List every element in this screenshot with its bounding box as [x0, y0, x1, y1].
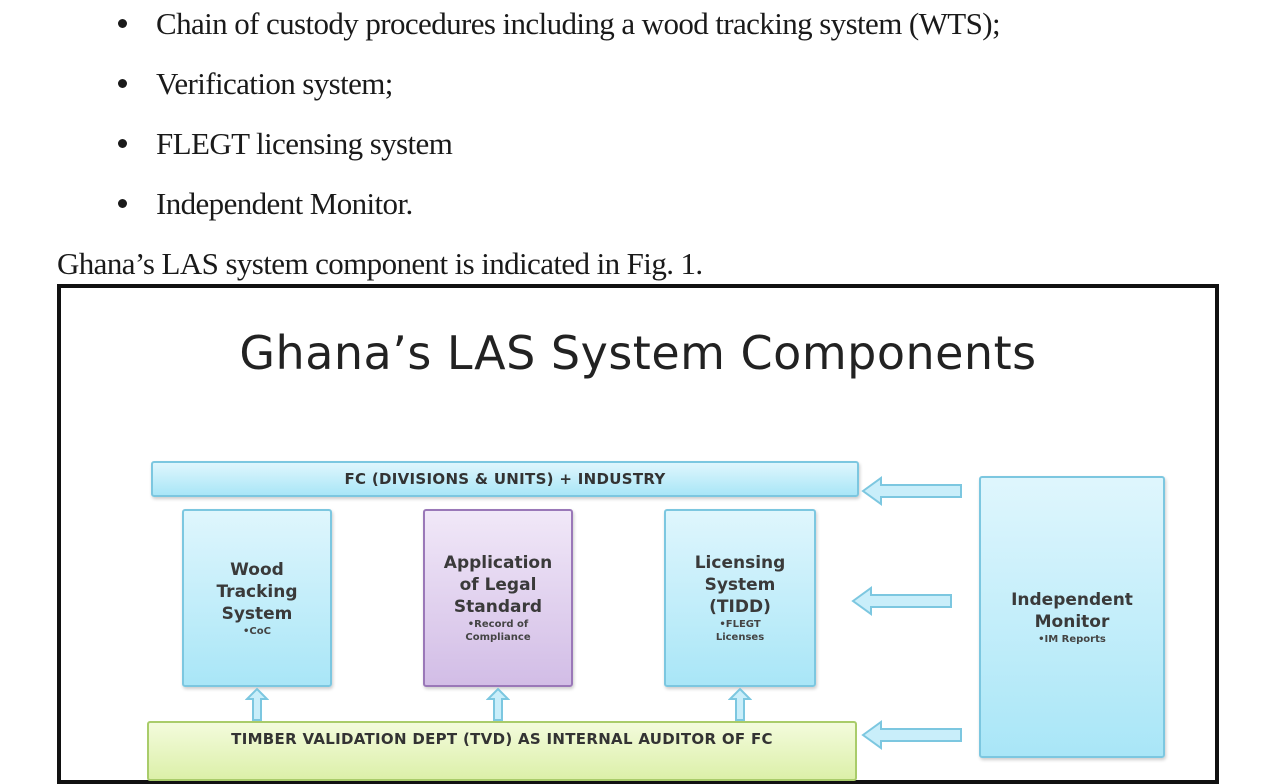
box-label: System [704, 575, 776, 595]
bullet-dot-icon [118, 79, 127, 89]
box-sublabel: Compliance [465, 632, 531, 643]
bullet-text: Verification system; [156, 66, 393, 101]
bullet-text: Independent Monitor. [156, 186, 413, 221]
figure-las-components: Ghana’s LAS System Components FC (DIVISI… [57, 284, 1219, 784]
bullet-item: FLEGT licensing system [118, 124, 453, 164]
box-label: (TIDD) [709, 597, 771, 617]
box-sublabel: •Record of [467, 619, 529, 630]
bullet-text: FLEGT licensing system [156, 126, 453, 161]
licensing-system-box: Licensing System (TIDD) •FLEGT Licenses [664, 509, 816, 687]
bullet-item: Verification system; [118, 64, 393, 104]
fc-industry-banner: FC (DIVISIONS & UNITS) + INDUSTRY [151, 461, 859, 497]
box-sublabel: •FLEGT [719, 619, 761, 630]
box-label: Independent [1011, 589, 1133, 610]
bullet-dot-icon [118, 199, 127, 209]
box-label: Wood [230, 559, 284, 580]
bullet-item: Chain of custody procedures including a … [118, 4, 1001, 44]
intro-paragraph: Ghana’s LAS system component is indicate… [57, 246, 703, 281]
wood-tracking-box: Wood Tracking System •CoC [182, 509, 332, 687]
left-arrow-icon [861, 720, 962, 750]
box-sublabel: •IM Reports [1038, 633, 1106, 645]
tvd-banner: TIMBER VALIDATION DEPT (TVD) AS INTERNAL… [147, 721, 857, 781]
legal-standard-box: Application of Legal Standard •Record of… [423, 509, 573, 687]
independent-monitor-box: Independent Monitor •IM Reports [979, 476, 1165, 758]
bullet-text: Chain of custody procedures including a … [156, 6, 1001, 41]
box-label: System [221, 603, 293, 624]
up-arrow-icon [728, 687, 752, 721]
bullet-dot-icon [118, 139, 127, 149]
box-label: Standard [453, 597, 543, 617]
box-label: Licensing [694, 553, 786, 573]
up-arrow-icon [486, 687, 510, 721]
left-arrow-icon [851, 586, 952, 616]
left-arrow-icon [861, 476, 962, 506]
box-sublabel: •CoC [243, 625, 271, 637]
box-label: of Legal [459, 575, 537, 595]
figure-title: Ghana’s LAS System Components [239, 326, 1037, 380]
up-arrow-icon [245, 687, 269, 721]
box-label: Tracking [216, 581, 298, 602]
box-label: Application [443, 553, 553, 573]
box-label: Monitor [1034, 611, 1110, 632]
box-sublabel: Licenses [715, 632, 765, 643]
bullet-dot-icon [118, 19, 127, 29]
bullet-item: Independent Monitor. [118, 184, 413, 224]
